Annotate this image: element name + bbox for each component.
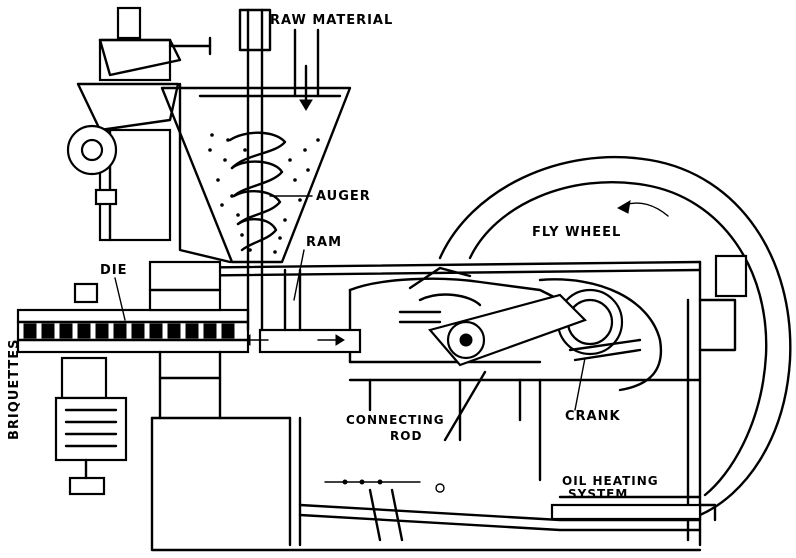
- motor-gearbox: [66, 6, 232, 264]
- machine-frame: [150, 260, 717, 552]
- crank-housing: [538, 254, 748, 392]
- label-ram: RAM: [306, 235, 342, 250]
- label-die: DIE: [100, 263, 128, 278]
- briquette-pieces: [23, 323, 235, 339]
- label-crank: CRANK: [565, 409, 621, 424]
- label-connecting-rod-1: CONNECTING: [346, 413, 445, 427]
- label-fly-wheel: FLY WHEEL: [532, 225, 621, 240]
- label-raw-material: RAW MATERIAL: [270, 13, 393, 28]
- label-oil-heating-1: OIL HEATING: [562, 474, 659, 488]
- label-connecting-rod-2: ROD: [390, 429, 422, 443]
- fly-wheel: [438, 155, 792, 517]
- ram: [241, 268, 362, 354]
- auger: [228, 8, 287, 332]
- label-briquettes: BRIQUETTES: [7, 338, 22, 440]
- label-oil-heating-2: SYSTEM: [568, 487, 628, 501]
- connecting-rod-assembly: [348, 266, 588, 442]
- label-auger: AUGER: [316, 189, 371, 204]
- labels: RAW MATERIAL AUGER RAM DIE FLY WHEEL BRI…: [7, 13, 659, 501]
- hopper-fill-dots: [208, 133, 320, 254]
- die-channel: [16, 260, 250, 420]
- hopper: [160, 28, 352, 264]
- hydraulic-unit: [54, 356, 128, 496]
